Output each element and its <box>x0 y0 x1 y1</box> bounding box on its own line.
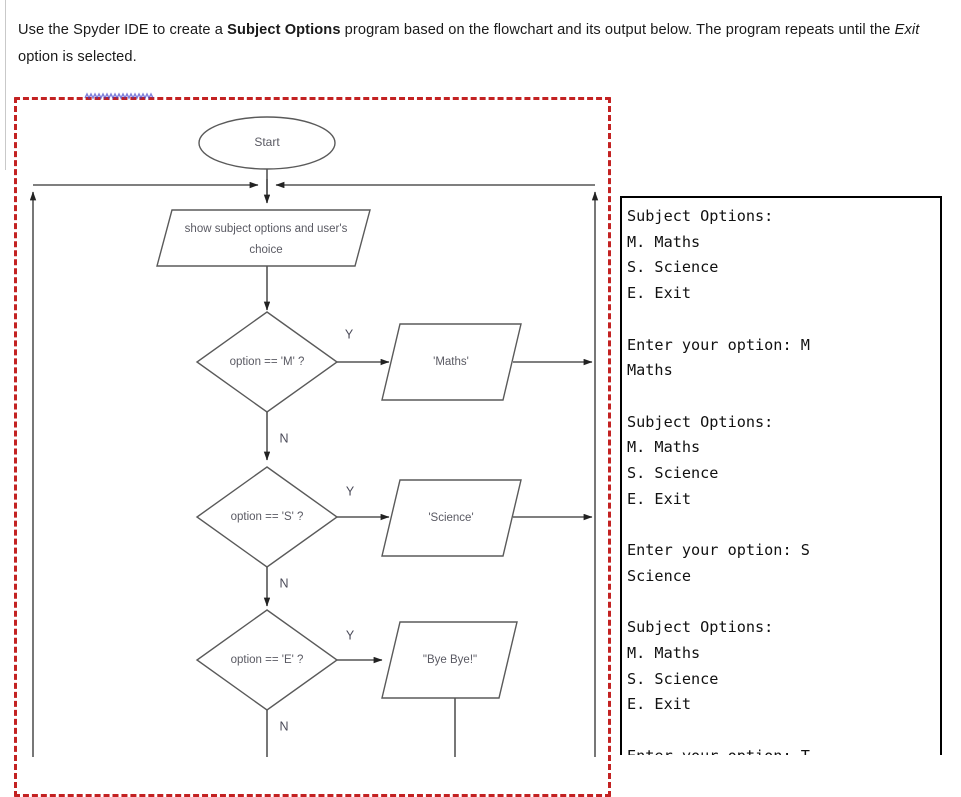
flowchart-decision3-no-label: N <box>279 719 288 733</box>
flowchart-output-maths-label: 'Maths' <box>433 356 469 368</box>
flowchart-node-output-science: 'Science' <box>381 479 522 557</box>
flowchart-decision2-yes-label: Y <box>346 484 355 498</box>
flowchart-node-output-maths: 'Maths' <box>381 323 522 401</box>
instruction-text-part2: program based on the flowchart and its o… <box>340 21 895 38</box>
blue-scribble-artifact <box>84 92 154 100</box>
output-console-panel: Subject Options: M. Maths S. Science E. … <box>620 196 942 755</box>
flowchart-node-decision-science: option == 'S' ? <box>195 466 339 568</box>
flowchart-decision2-label: option == 'S' ? <box>231 511 304 523</box>
document-margin-rule <box>5 0 6 170</box>
flowchart-diagram: Start show subject options and user's ch… <box>29 116 599 757</box>
flowchart-output-science-label: 'Science' <box>428 512 473 524</box>
flowchart-node-start: Start <box>198 116 336 170</box>
flowchart-node-decision-maths: option == 'M' ? <box>195 311 339 413</box>
flowchart-show-options-line2: choice <box>249 244 282 256</box>
flowchart-output-byebye-label: "Bye Bye!" <box>423 654 477 666</box>
flowchart-decision1-no-label: N <box>279 431 288 445</box>
flowchart-node-show-options: show subject options and user's choice <box>156 209 371 267</box>
instruction-text-part3: option is selected. <box>18 48 137 65</box>
flowchart-decision3-label: option == 'E' ? <box>231 654 304 666</box>
instruction-exit-emphasis: Exit <box>894 21 920 38</box>
flowchart-decision1-label: option == 'M' ? <box>230 356 305 368</box>
console-output-text: Subject Options: M. Maths S. Science E. … <box>627 207 810 755</box>
instruction-paragraph: Use the Spyder IDE to create a Subject O… <box>18 17 953 71</box>
flowchart-node-output-byebye: "Bye Bye!" <box>381 621 518 699</box>
flowchart-node-decision-exit: option == 'E' ? <box>195 609 339 711</box>
flowchart-show-options-line1: show subject options and user's <box>185 223 348 235</box>
instruction-text-part1: Use the Spyder IDE to create a <box>18 21 228 38</box>
flowchart-start-label: Start <box>254 135 280 149</box>
flowchart-decision1-yes-label: Y <box>345 327 354 341</box>
flowchart-decision2-no-label: N <box>279 576 288 590</box>
instruction-program-name: Subject Options <box>227 21 341 38</box>
flowchart-decision3-yes-label: Y <box>346 628 355 642</box>
